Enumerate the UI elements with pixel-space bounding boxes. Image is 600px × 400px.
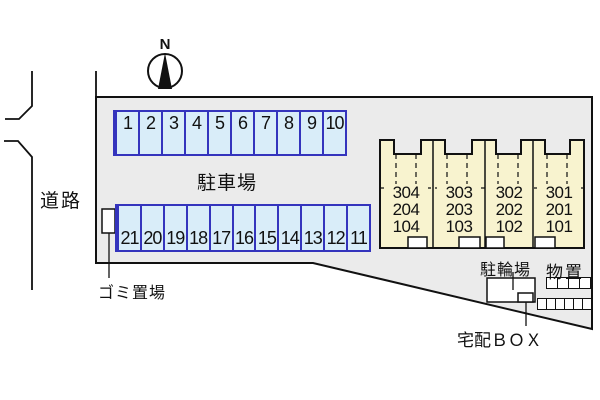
unit-number: 301 bbox=[537, 184, 581, 201]
parking-space-number: 1 bbox=[122, 113, 133, 133]
parking-space: 3 bbox=[161, 112, 184, 154]
parking-space-number: 18 bbox=[189, 228, 208, 248]
unit-column: 303 203 103 bbox=[437, 184, 481, 235]
parking-space-number: 12 bbox=[326, 228, 346, 248]
road-edge-upper bbox=[5, 71, 33, 120]
garbage-area-label: ゴミ置場 bbox=[98, 285, 167, 302]
parking-space: 16 bbox=[231, 206, 255, 250]
bicycle-parking-label: 駐輪場 bbox=[480, 262, 532, 279]
unit-number: 201 bbox=[537, 201, 581, 218]
parking-row-top: 1 2 3 4 5 6 7 bbox=[113, 110, 347, 156]
parking-space-number: 3 bbox=[168, 113, 179, 133]
road-label: 道路 bbox=[40, 191, 83, 212]
parking-space: 20 bbox=[139, 206, 163, 250]
unit-column: 302 202 102 bbox=[487, 184, 531, 235]
parking-space: 5 bbox=[207, 112, 230, 154]
parking-space-number: 4 bbox=[191, 113, 202, 133]
parking-space: 11 bbox=[346, 206, 369, 250]
parking-space-number: 7 bbox=[260, 113, 271, 133]
north-arrow-icon bbox=[158, 53, 172, 89]
entrance-notch bbox=[407, 236, 428, 249]
unit-column: 304 204 104 bbox=[384, 184, 428, 235]
parking-space: 2 bbox=[138, 112, 161, 154]
compass-north-label: N bbox=[159, 36, 171, 53]
parking-space: 18 bbox=[185, 206, 209, 250]
unit-number: 204 bbox=[384, 201, 428, 218]
unit-number: 102 bbox=[487, 218, 531, 235]
parking-space-number: 16 bbox=[234, 228, 254, 248]
parking-space: 21 bbox=[117, 206, 140, 250]
parking-lot-label: 駐車場 bbox=[197, 173, 258, 194]
delivery-box bbox=[517, 292, 534, 303]
compass-icon bbox=[147, 53, 183, 89]
parking-space: 17 bbox=[208, 206, 232, 250]
parking-space-number: 20 bbox=[143, 228, 162, 248]
parking-space: 14 bbox=[277, 206, 300, 250]
parking-space: 1 bbox=[115, 112, 138, 154]
balcony-dashed-lines bbox=[381, 154, 583, 189]
unit-number: 104 bbox=[384, 218, 428, 235]
storage-units-row bbox=[546, 277, 592, 289]
parking-space: 19 bbox=[162, 206, 186, 250]
parking-space-number: 21 bbox=[120, 228, 139, 248]
parking-space: 9 bbox=[299, 112, 322, 154]
parking-space: 15 bbox=[254, 206, 277, 250]
entrance-notch bbox=[534, 236, 556, 249]
unit-number: 203 bbox=[437, 201, 481, 218]
parking-space-number: 17 bbox=[212, 228, 231, 248]
parking-space: 4 bbox=[184, 112, 207, 154]
parking-space-number: 2 bbox=[145, 113, 156, 133]
unit-number: 302 bbox=[487, 184, 531, 201]
unit-number: 202 bbox=[487, 201, 531, 218]
parking-space-number: 9 bbox=[306, 113, 317, 133]
storage-units-row bbox=[537, 298, 593, 310]
unit-number: 101 bbox=[537, 218, 581, 235]
storage-label: 物置 bbox=[546, 263, 584, 282]
unit-number: 304 bbox=[384, 184, 428, 201]
garbage-area-box bbox=[101, 208, 116, 234]
delivery-box-label: 宅配ＢＯＸ bbox=[457, 331, 542, 350]
parking-space-number: 14 bbox=[280, 228, 300, 248]
unit-number: 103 bbox=[437, 218, 481, 235]
unit-number: 303 bbox=[437, 184, 481, 201]
parking-space-number: 5 bbox=[214, 113, 225, 133]
parking-space-number: 19 bbox=[166, 228, 185, 248]
entrance-notch bbox=[485, 236, 505, 249]
parking-space: 8 bbox=[276, 112, 299, 154]
parking-space: 7 bbox=[253, 112, 276, 154]
parking-space-number: 15 bbox=[257, 228, 277, 248]
parking-space-number: 13 bbox=[303, 228, 323, 248]
parking-space-number: 8 bbox=[283, 113, 294, 133]
parking-row-bottom: 21 20 19 18 17 16 15 bbox=[115, 204, 371, 252]
parking-space-number: 10 bbox=[325, 113, 344, 133]
building bbox=[379, 139, 585, 249]
parking-space: 13 bbox=[300, 206, 323, 250]
parking-space: 12 bbox=[323, 206, 346, 250]
parking-space: 10 bbox=[322, 112, 345, 154]
parking-space-number: 11 bbox=[350, 228, 368, 248]
parking-space-number: 6 bbox=[237, 113, 248, 133]
parking-space: 6 bbox=[230, 112, 253, 154]
unit-column: 301 201 101 bbox=[537, 184, 581, 235]
entrance-notch bbox=[458, 236, 481, 249]
road-edge-lower bbox=[4, 140, 33, 290]
